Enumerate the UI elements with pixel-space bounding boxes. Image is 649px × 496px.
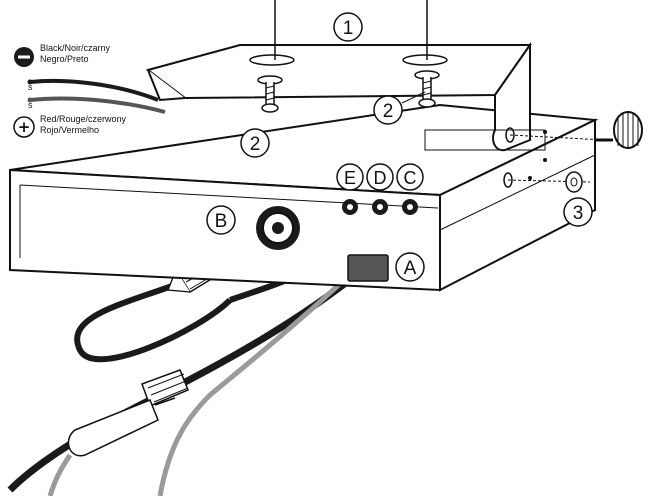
fuse-holder <box>67 369 189 457</box>
callout-jack-d-label: D <box>374 168 387 188</box>
negative-wire: s <box>27 78 159 102</box>
jack-c <box>402 199 418 215</box>
callout-jack-e-label: E <box>344 168 356 188</box>
callout-screw-left: 2 <box>240 128 270 158</box>
callout-screw-right-label: 2 <box>383 101 394 122</box>
washer <box>507 171 591 193</box>
jack-e <box>342 199 358 215</box>
positive-wire-marker: s <box>28 100 33 110</box>
callout-screw-left-label: 2 <box>250 134 261 155</box>
callout-jack-d: D <box>366 163 394 191</box>
positive-wire: s <box>27 96 166 114</box>
mounting-bracket <box>145 0 532 152</box>
power-connector <box>347 254 389 282</box>
positive-legend: + Red/Rouge/czerwony Rojo/Vermelho <box>13 114 127 138</box>
callout-bracket: 1 <box>333 12 363 42</box>
callout-power: A <box>395 252 425 282</box>
negative-legend-line1: Black/Noir/czarny <box>40 43 111 53</box>
positive-legend-line2: Rojo/Vermelho <box>40 125 99 135</box>
mounting-screw-left <box>257 75 283 113</box>
jack-d <box>372 199 388 215</box>
callout-power-label: A <box>404 258 417 279</box>
antenna-connector <box>256 206 300 250</box>
positive-legend-line1: Red/Rouge/czerwony <box>40 114 127 124</box>
callout-bracket-label: 1 <box>343 18 354 39</box>
callout-jack-c-label: C <box>404 168 417 188</box>
negative-wire-marker: s <box>28 82 33 92</box>
callout-knob-label: 3 <box>573 203 584 224</box>
callout-knob: 3 <box>563 197 593 227</box>
positive-sign-icon: + <box>18 118 31 136</box>
bracket-knob <box>424 111 643 151</box>
callout-jack-e: E <box>336 163 364 191</box>
callout-antenna-label: B <box>215 211 228 232</box>
negative-legend-line2: Negro/Preto <box>40 54 89 64</box>
negative-legend: Black/Noir/czarny Negro/Preto <box>14 43 111 67</box>
callout-screw-right: 2 <box>373 91 426 125</box>
callout-antenna: B <box>206 205 236 235</box>
callout-jack-c: C <box>396 163 424 191</box>
mounting-screw-right <box>414 70 440 108</box>
